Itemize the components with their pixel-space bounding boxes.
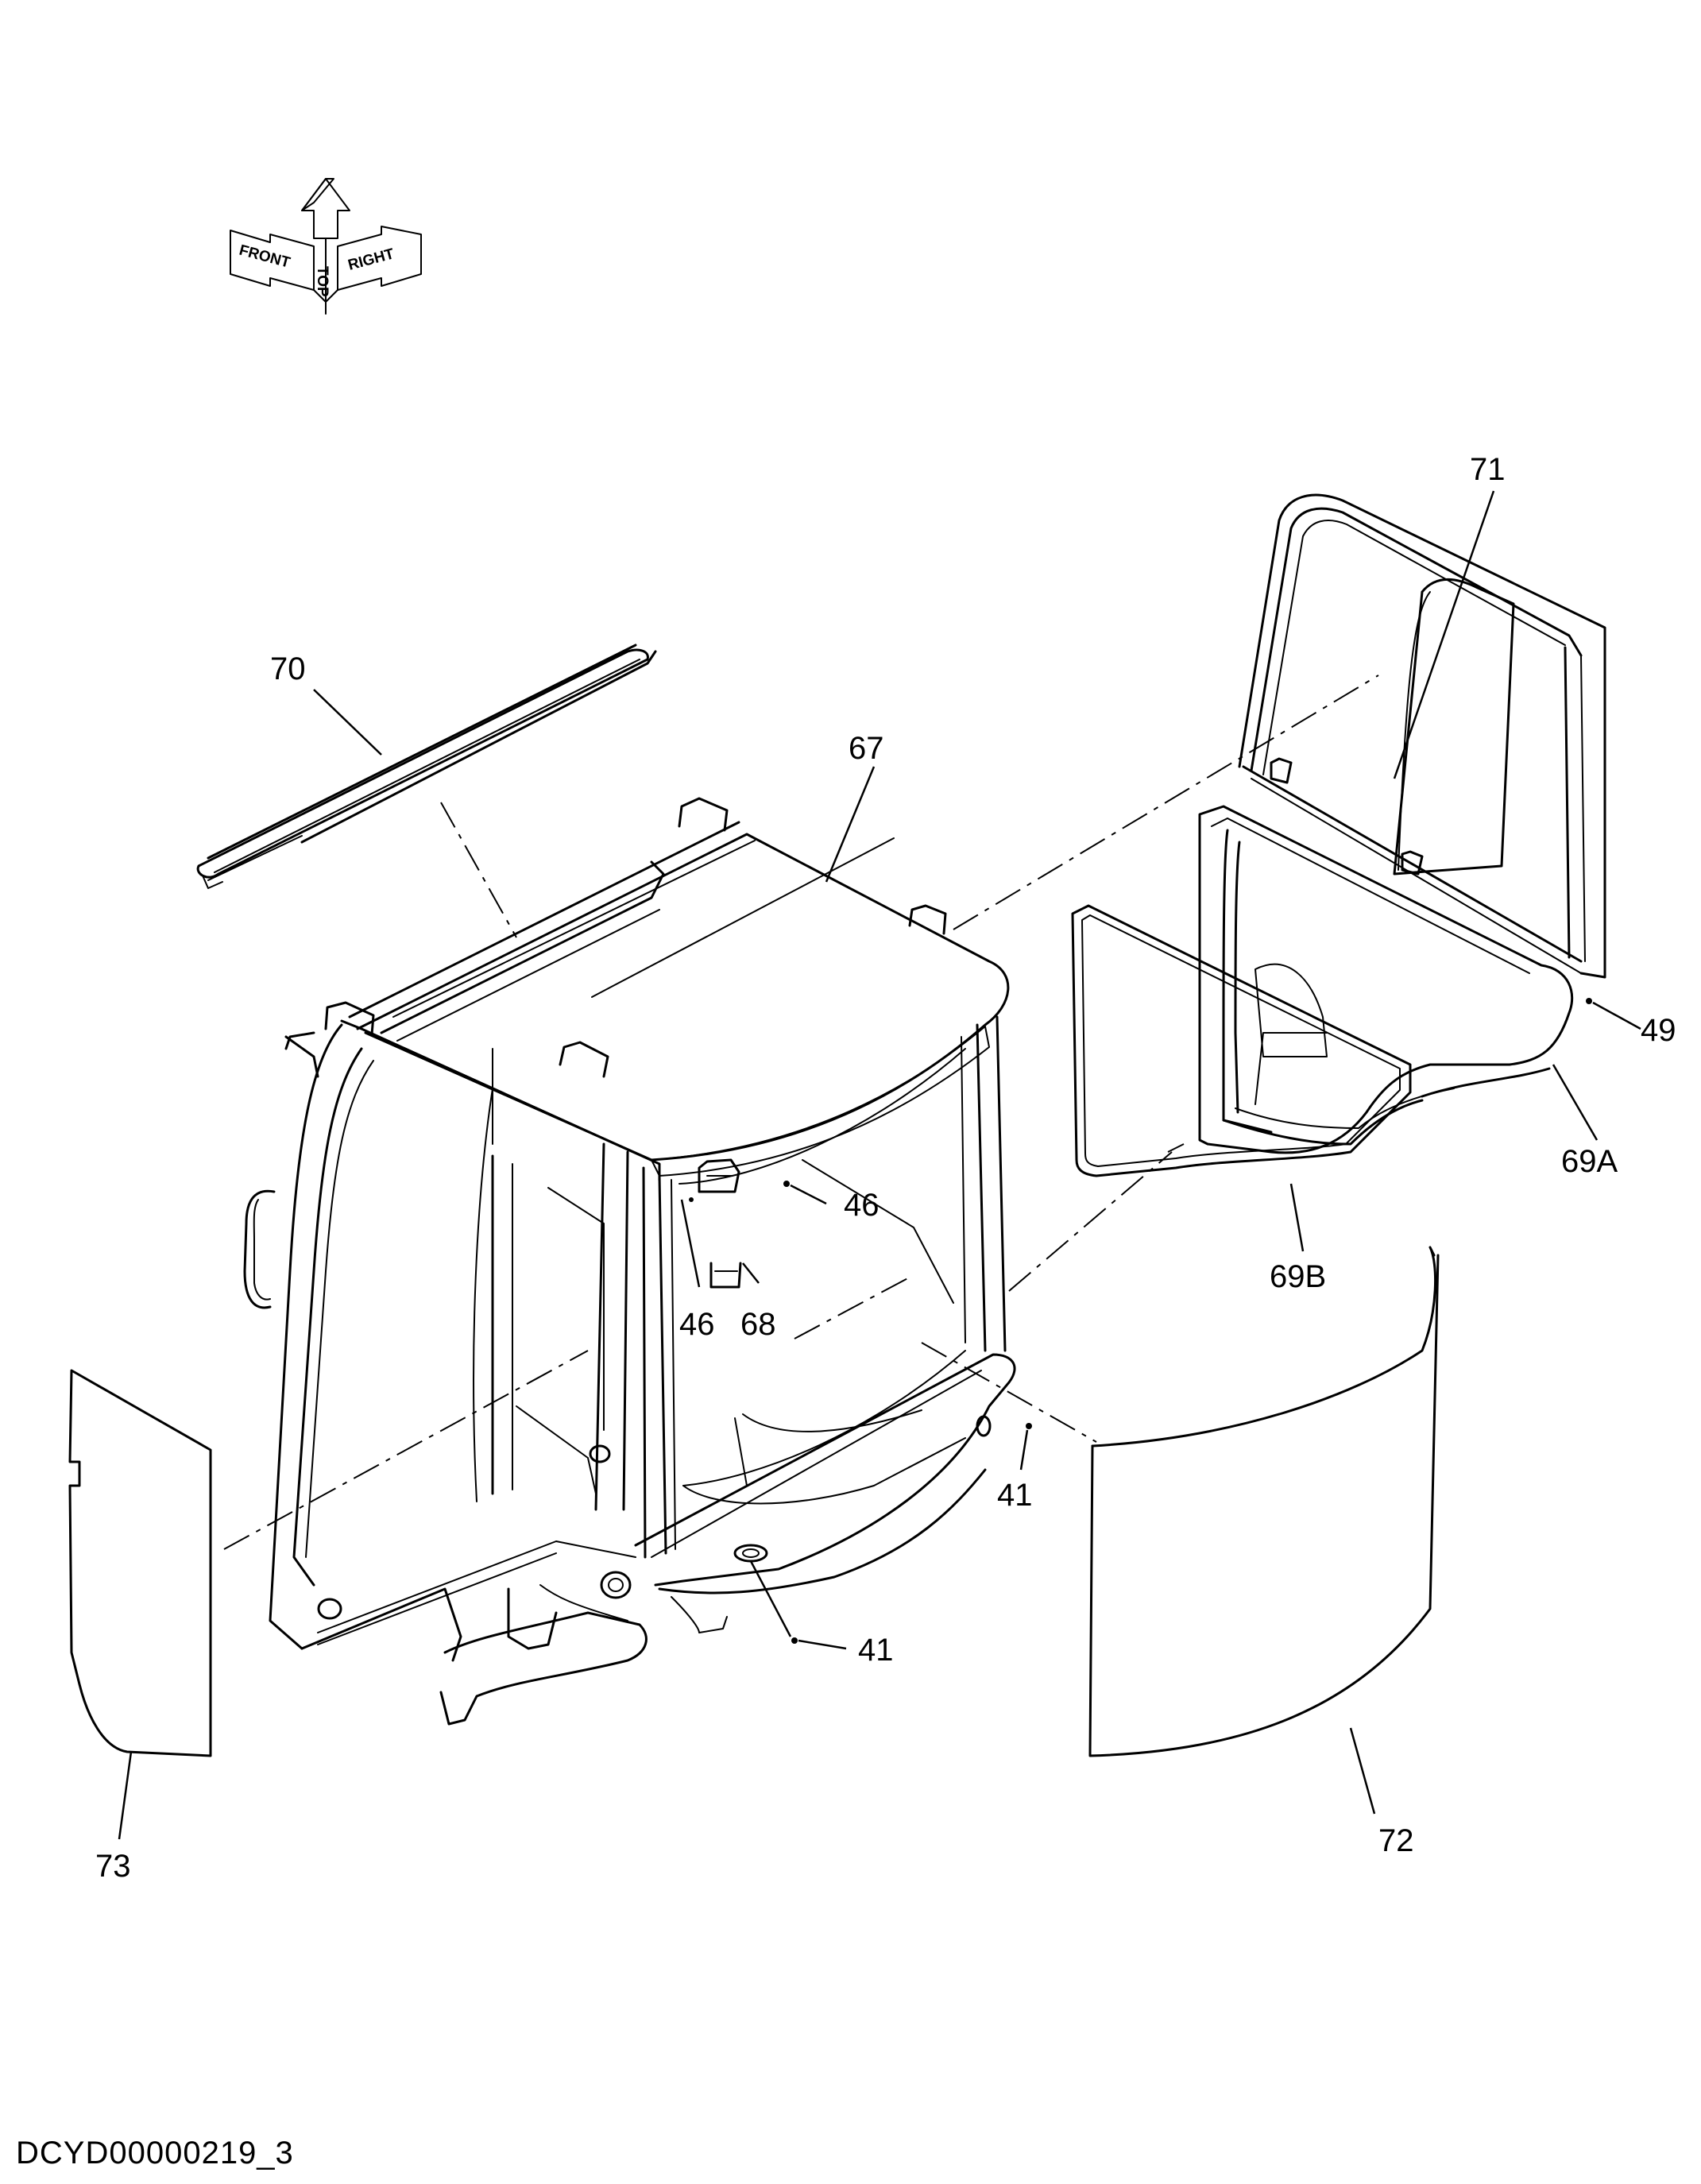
part-69b-door-seal <box>1071 904 1412 1177</box>
callout-69a: 69A <box>1561 1144 1618 1179</box>
callout-68: 68 <box>740 1307 776 1342</box>
part-69a-door-frame <box>1198 805 1574 1154</box>
orientation-front-label: FRONT <box>238 242 292 272</box>
fasteners <box>689 998 1592 1644</box>
callout-labels: 71 70 67 49 69A 46 46 68 69B 41 41 72 73 <box>95 452 1676 1884</box>
callout-49: 49 <box>1641 1013 1676 1048</box>
callout-73: 73 <box>95 1849 131 1884</box>
callout-46-right: 46 <box>844 1188 879 1223</box>
callout-41-bottom: 41 <box>858 1633 894 1668</box>
callout-70: 70 <box>270 651 306 686</box>
callout-46-left: 46 <box>679 1307 715 1342</box>
orientation-right-label: RIGHT <box>346 245 396 274</box>
orientation-symbol: TOP FRONT RIGHT <box>230 178 422 315</box>
leader-lines <box>118 490 1641 1840</box>
callout-69b: 69B <box>1270 1259 1326 1294</box>
drawing-id: DCYD00000219_3 <box>16 2136 294 2170</box>
chain-lines <box>223 675 1379 1550</box>
part-73-side-panel <box>68 1369 212 1757</box>
callout-71: 71 <box>1470 452 1506 487</box>
part-67-cab-frame <box>243 797 1016 1726</box>
callout-72: 72 <box>1378 1823 1414 1858</box>
orientation-top-label: TOP <box>314 266 331 297</box>
part-70-roof-visor <box>196 644 657 889</box>
part-72-curved-glass <box>1088 1246 1440 1757</box>
callout-67: 67 <box>849 731 884 766</box>
callout-41-right: 41 <box>997 1478 1033 1513</box>
